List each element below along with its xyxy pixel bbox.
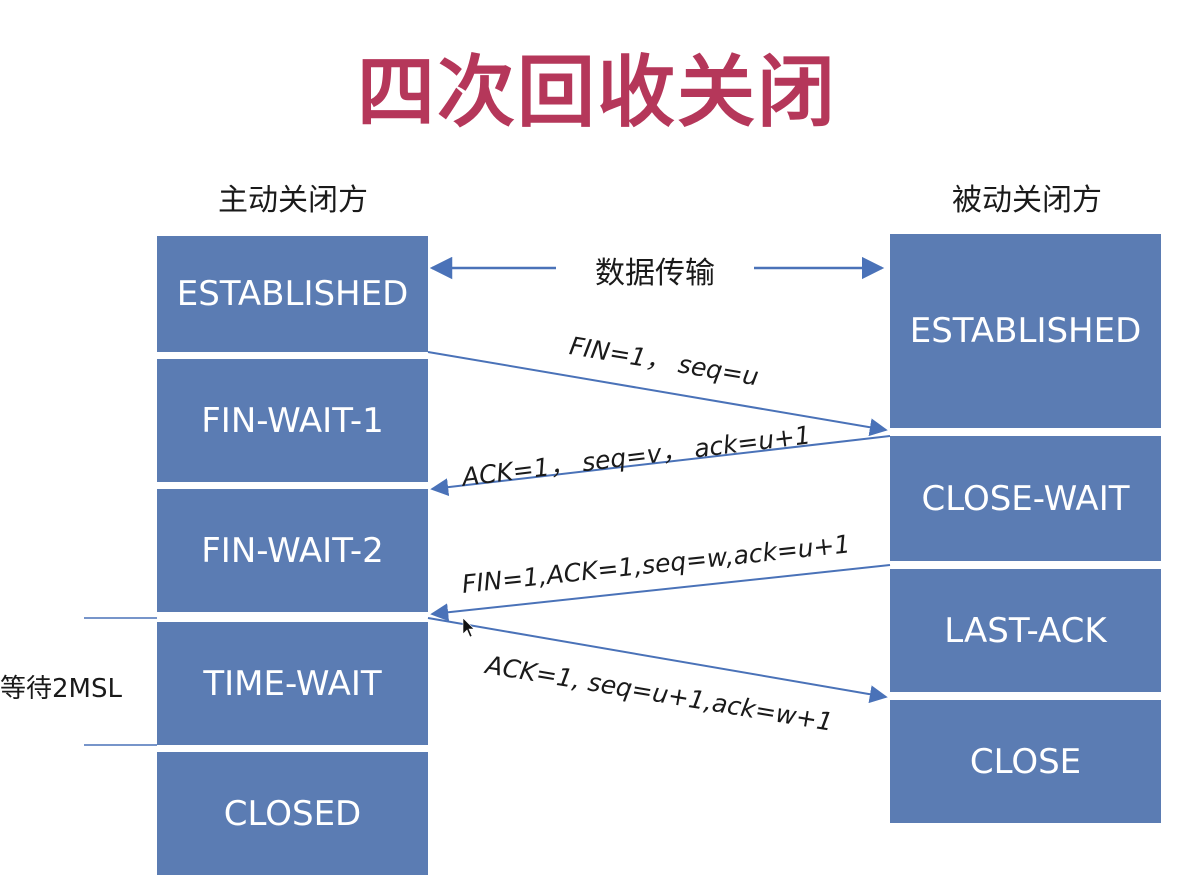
left-state-closed: CLOSED (157, 752, 428, 875)
left-state-established: ESTABLISHED (157, 236, 428, 352)
final-ack-arrow (427, 617, 888, 704)
wait-2msl-label: 等待2MSL (0, 674, 122, 704)
passive-closer-label: 被动关闭方 (952, 183, 1102, 218)
mouse-cursor-icon (462, 617, 475, 638)
active-closer-label: 主动关闭方 (218, 183, 368, 218)
diagram-title: 四次回收关闭 (356, 48, 837, 138)
left-state-fin-wait-1: FIN-WAIT-1 (157, 359, 428, 482)
right-state-close-wait: CLOSE-WAIT (890, 436, 1161, 561)
ack-arrow (430, 435, 891, 497)
fin-ack-arrow (430, 564, 891, 622)
left-state-fin-wait-2: FIN-WAIT-2 (157, 489, 428, 612)
right-state-close: CLOSE (890, 700, 1161, 823)
fin-arrow (427, 351, 888, 437)
right-state-last-ack: LAST-ACK (890, 569, 1161, 692)
right-state-established: ESTABLISHED (890, 234, 1161, 428)
data-transfer-label: 数据传输 (560, 248, 750, 292)
left-state-time-wait: TIME-WAIT (157, 622, 428, 745)
